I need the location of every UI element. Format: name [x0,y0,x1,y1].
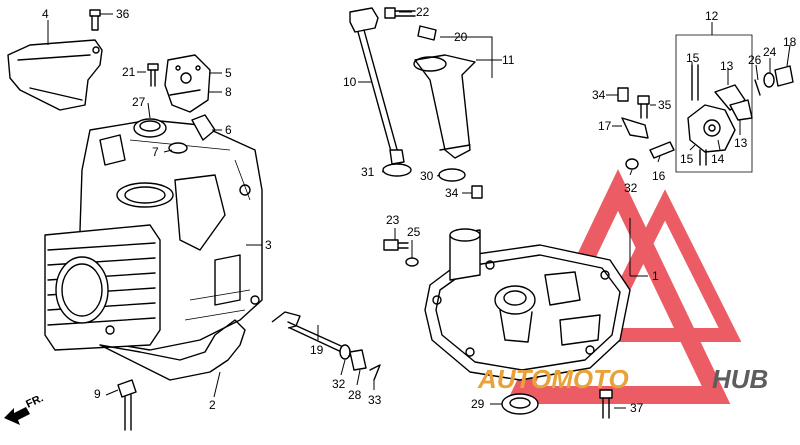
leader-lines [47,11,791,409]
callout-20: 20 [454,30,468,44]
callout-12: 12 [705,9,719,23]
callout-27: 27 [132,95,146,109]
part-bracket-5-8 [164,54,211,113]
callout-16: 16 [652,169,666,183]
part-bolt-9 [117,379,137,431]
part-dipstick [349,7,405,165]
part-oil-seal-29 [501,393,539,415]
part-washer-7 [168,142,188,154]
callout-21: 21 [122,65,136,79]
callout-3: 3 [265,238,272,252]
callout-4: 4 [42,7,49,21]
watermark-part2: HUB [712,364,768,394]
part-pin-20 [417,25,437,41]
callout-23: 23 [386,213,400,227]
callout-13b: 13 [734,136,748,150]
callout-34b: 34 [445,186,459,200]
part-filler-tube [413,54,476,159]
callout-30: 30 [420,169,434,183]
callout-19: 19 [310,343,324,357]
callout-1: 1 [652,269,659,283]
callout-6: 6 [225,123,232,137]
callout-32b: 32 [624,181,638,195]
callout-10: 10 [343,75,357,89]
part-shaft-16 [649,141,675,159]
part-bushing-28 [349,349,367,371]
part-pin-34-upper [617,87,629,102]
part-oil-seal-27 [133,118,167,138]
callout-15b: 15 [680,152,694,166]
callout-5: 5 [225,66,232,80]
part-washer-25 [405,257,419,267]
callout-18: 18 [783,35,797,49]
callout-15a: 15 [686,51,700,65]
part-bolt-36 [89,9,101,31]
watermark-text: AUTOMOTO HUB [477,364,768,394]
callout-26: 26 [748,53,762,67]
part-oring-30 [438,168,466,182]
part-oring-31 [382,163,412,177]
front-direction-label: FR. [24,392,45,410]
callout-13a: 13 [720,59,734,73]
part-gasket [99,319,246,381]
part-clip-33 [369,364,381,381]
part-pin-34-lower [471,185,483,199]
callout-9: 9 [94,387,101,401]
callout-34a: 34 [592,88,606,102]
callout-2: 2 [209,398,216,412]
part-arm-17 [621,117,649,139]
callout-11: 11 [502,53,515,67]
callout-8: 8 [225,85,232,99]
callout-29: 29 [471,397,485,411]
part-bolt-23 [383,239,409,251]
callout-35: 35 [658,98,672,112]
callout-37: 37 [630,401,644,415]
watermark-part1: AUTOMOTO [477,364,629,394]
callout-36: 36 [116,7,130,21]
callout-25: 25 [407,225,421,239]
part-washer-32 [339,344,351,360]
callout-labels: 4 36 5 8 6 7 21 27 3 2 9 10 22 20 11 31 … [42,5,797,415]
part-bolt-22 [384,7,416,19]
part-bolt-21 [147,63,159,87]
callout-31: 31 [361,165,375,179]
callout-32a: 32 [332,377,346,391]
callout-33: 33 [368,393,382,407]
part-sleeve-18 [774,65,794,87]
front-direction-arrow-icon [4,407,30,425]
callout-22: 22 [416,5,430,19]
part-crankcase-cover [424,228,631,381]
part-pin-26 [754,79,761,96]
callout-28: 28 [348,388,362,402]
callout-24: 24 [763,45,777,59]
part-governor-assembly [675,34,753,173]
part-washer-24 [763,72,775,88]
part-cover-plate [7,39,103,111]
part-cylinder-block [44,119,263,351]
callout-14: 14 [711,152,725,166]
part-bolt-37 [599,389,613,419]
part-washer-32-governor [625,158,639,170]
callout-17: 17 [598,119,612,133]
part-bolt-35 [637,95,650,119]
callout-7: 7 [152,145,159,159]
